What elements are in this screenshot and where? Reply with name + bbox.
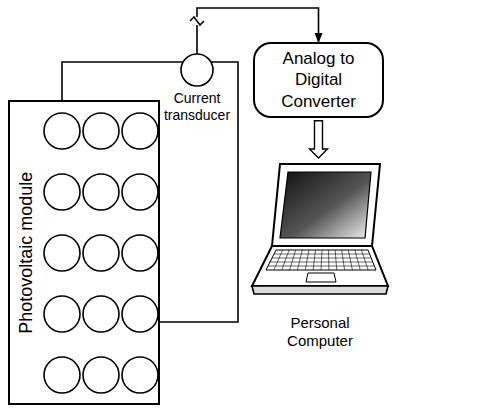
pv-cell [83,174,119,210]
adc-label: Analog to Digital Converter [261,48,376,112]
pv-cell [44,357,80,393]
pv-cell [122,357,158,393]
pv-cell [44,296,80,332]
module-label: Photovoltaic module [16,112,38,392]
connector [310,121,328,158]
pv-cell [44,174,80,210]
laptop-lid [272,164,380,246]
transducer-ring [181,54,213,86]
laptop-base [252,246,388,286]
pv-cell [122,296,158,332]
transducer-circle [157,52,237,88]
pv-cell [83,235,119,271]
pv-cell [122,174,158,210]
laptop-icon [250,160,390,300]
break-mark [190,17,204,25]
keyboard [266,250,376,270]
pv-cell [44,113,80,149]
pv-cell [83,296,119,332]
pv-cell [122,235,158,271]
touchpad [306,273,336,282]
adc-box: Analog to Digital Converter [253,42,384,118]
pv-cell [83,357,119,393]
computer-label: Personal Computer [270,314,370,350]
pv-cell [44,235,80,271]
personal-computer: Personal Computer [250,160,390,350]
connector [62,62,183,100]
pv-cell [122,113,158,149]
laptop-screen [280,172,371,238]
photovoltaic-module: Photovoltaic module [8,100,160,405]
laptop-edge [252,286,388,294]
pv-cell [83,113,119,149]
current-transducer: Current transducer [157,52,237,124]
transducer-label: Current transducer [157,90,237,124]
